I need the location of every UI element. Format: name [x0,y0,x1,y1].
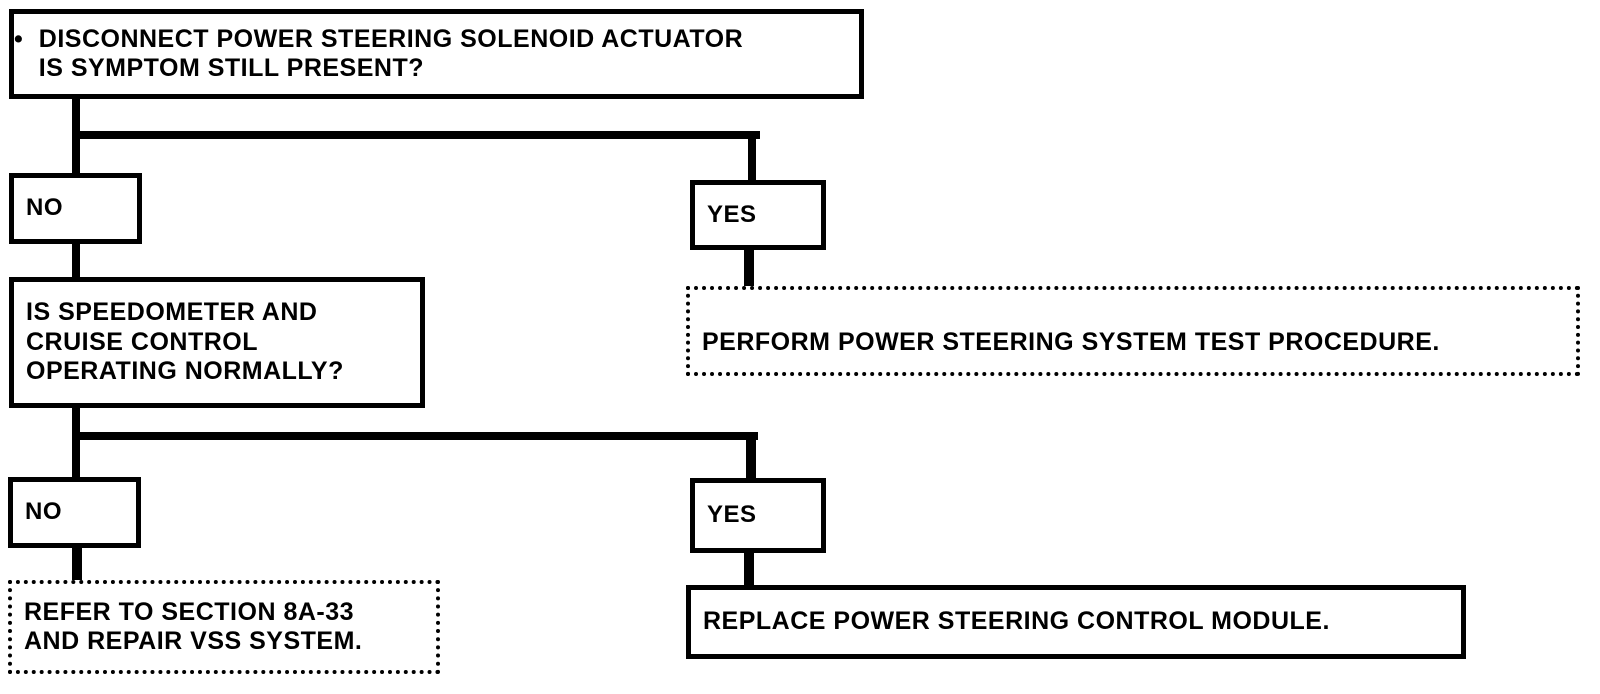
node-start-question: • DISCONNECT POWER STEERING SOLENOID ACT… [9,9,864,99]
node-branch1-yes: YES [690,180,826,250]
node-perform-test-text: PERFORM POWER STEERING SYSTEM TEST PROCE… [702,328,1440,357]
node-perform-test: PERFORM POWER STEERING SYSTEM TEST PROCE… [686,286,1580,376]
connector-row2-split [72,432,758,440]
connector-row2-no-drop [72,432,80,480]
node-branch2-yes: YES [690,478,826,553]
node-refer-section: REFER TO SECTION 8A-33 AND REPAIR VSS SY… [8,580,440,674]
connector-row2-yes-drop [746,432,756,482]
node-replace-module-text: REPLACE POWER STEERING CONTROL MODULE. [703,607,1330,636]
node-branch1-no: NO [9,173,142,244]
connector-start-trunk [72,99,80,139]
connector-no2-to-refer [72,548,82,584]
bullet-icon: • [14,24,23,53]
node-branch2-no-text: NO [25,498,62,526]
node-branch1-no-text: NO [26,194,63,222]
connector-row1-split [72,131,760,139]
connector-yes2-to-replace [744,553,754,589]
connector-yes1-to-perform [744,250,754,290]
node-branch1-yes-text: YES [707,200,757,228]
node-start-question-text: DISCONNECT POWER STEERING SOLENOID ACTUA… [38,24,744,83]
node-branch2-no: NO [8,477,141,548]
connector-row1-yes-drop [748,131,756,183]
connector-row1-no-drop [72,131,80,175]
node-branch2-yes-text: YES [707,501,757,529]
node-question2: IS SPEEDOMETER AND CRUISE CONTROL OPERAT… [9,277,425,408]
node-refer-section-text: REFER TO SECTION 8A-33 AND REPAIR VSS SY… [24,597,363,656]
connector-no1-to-question2 [72,244,80,278]
node-question2-text: IS SPEEDOMETER AND CRUISE CONTROL OPERAT… [26,298,344,386]
connector-question2-trunk [72,408,80,444]
node-replace-module: REPLACE POWER STEERING CONTROL MODULE. [686,585,1466,659]
